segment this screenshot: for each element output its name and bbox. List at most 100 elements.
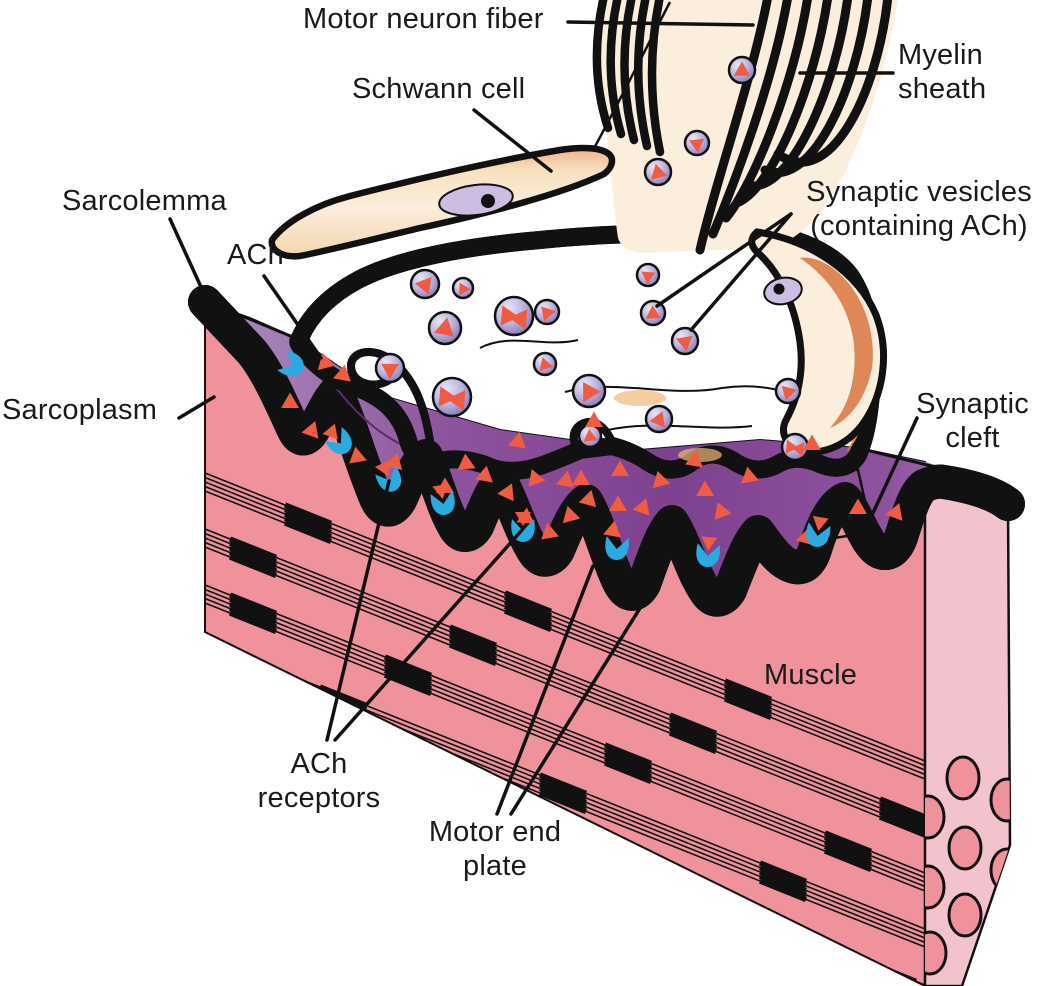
ach-in-vesicle xyxy=(688,138,705,153)
ach-molecule xyxy=(603,520,621,538)
ach-molecule xyxy=(301,421,319,439)
ach-in-vesicle xyxy=(649,411,665,428)
leader-line xyxy=(495,564,595,816)
ach-molecule xyxy=(685,450,703,468)
label-synaptic-vesicles: Synaptic vesicles (containing ACh) xyxy=(806,176,1032,243)
schwann-cell-right-lobe xyxy=(748,228,888,456)
nucleolus-dot xyxy=(773,283,785,295)
ach-molecule xyxy=(696,480,714,496)
ach-in-vesicle xyxy=(438,386,458,407)
ach-molecule xyxy=(562,505,581,524)
ach-receptor xyxy=(806,522,831,547)
muscle-cross-section-face xyxy=(923,480,1012,986)
ach-receptor xyxy=(430,490,455,515)
ach-molecule xyxy=(497,483,514,502)
label-motor-end-plate: Motor end plate xyxy=(428,816,562,883)
ach-molecule xyxy=(384,452,403,471)
label-sarcolemma: Sarcolemma xyxy=(62,185,227,217)
label-ach: ACh xyxy=(227,239,285,271)
ach-in-vesicle xyxy=(651,163,668,180)
leader-line xyxy=(168,217,208,300)
ach-in-vesicle xyxy=(781,385,797,401)
ach-receptor xyxy=(605,536,629,560)
block-top-right-edge xyxy=(857,446,981,480)
ach-docked-on-receptor xyxy=(322,423,338,440)
muscle-fiber-oval xyxy=(947,892,983,938)
leader-line xyxy=(333,528,524,742)
ach-in-vesicle xyxy=(541,306,556,322)
leader-line xyxy=(864,416,919,530)
ach-in-vesicle xyxy=(785,439,799,454)
muscle-fiber-oval xyxy=(925,864,946,910)
ach-molecule xyxy=(349,446,367,464)
schwann-orange-rim xyxy=(800,257,873,428)
ach-molecule xyxy=(457,453,476,470)
muscle-fiber-oval xyxy=(925,930,948,976)
ach-molecule xyxy=(281,392,299,408)
ach-molecule xyxy=(714,502,732,520)
ach-molecule xyxy=(541,522,559,540)
block-top-left-edge xyxy=(204,300,301,342)
ach-molecule xyxy=(333,364,351,382)
ach-molecule xyxy=(475,465,493,483)
ach-docked-on-receptor xyxy=(812,515,829,532)
ach-in-vesicle xyxy=(433,317,454,337)
ach-receptor xyxy=(696,543,720,567)
synaptic-cleft-bracket xyxy=(803,465,874,541)
label-myelin-sheath: Myelin sheath xyxy=(898,39,987,106)
ach-in-vesicle xyxy=(381,363,399,380)
label-motor-neuron-fiber: Motor neuron fiber xyxy=(303,3,544,35)
leader-line xyxy=(177,395,216,420)
ach-receptor xyxy=(324,427,352,455)
ach-in-vesicle xyxy=(539,357,553,371)
leader-line xyxy=(472,108,553,173)
ach-in-vesicle xyxy=(791,442,805,457)
ach-in-vesicle xyxy=(414,277,432,295)
myelin-sheath-stripes xyxy=(592,0,893,255)
synaptic-vesicles xyxy=(374,55,810,462)
terminal-shading xyxy=(678,448,722,462)
leader-line xyxy=(325,479,391,742)
ach-in-vesicle xyxy=(645,305,661,319)
nucleolus-dot xyxy=(481,194,495,208)
muscle-fiber-oval xyxy=(925,794,946,840)
ach-in-vesicle xyxy=(676,335,693,352)
ach-in-vesicle xyxy=(446,390,466,411)
ach-docked-on-receptor xyxy=(515,512,531,526)
leader-line xyxy=(509,595,649,816)
label-ach-receptors: ACh receptors xyxy=(257,748,381,815)
ach-molecule xyxy=(652,470,671,489)
ach-molecule xyxy=(849,498,867,514)
leader-line xyxy=(566,20,755,27)
muscle-fiber-oval xyxy=(989,777,1010,823)
ach-in-vesicle xyxy=(508,309,528,330)
ach-molecule xyxy=(885,503,903,521)
schwann-cell xyxy=(268,144,616,260)
ach-receptor xyxy=(277,350,304,377)
ach-in-vesicle xyxy=(583,428,598,442)
ach-molecule xyxy=(578,489,597,508)
ach-molecule xyxy=(572,469,590,485)
ach-in-vesicle xyxy=(733,61,751,76)
ach-molecule xyxy=(528,469,546,487)
ach-docked-on-receptor xyxy=(701,536,718,552)
ach-molecule xyxy=(609,495,627,511)
ach-docked-on-receptor xyxy=(432,483,449,500)
muscle-fiber-oval xyxy=(947,825,983,871)
leader-line xyxy=(262,274,323,360)
ach-in-vesicle xyxy=(582,381,601,403)
ach-in-vesicle xyxy=(459,282,471,296)
leader-line xyxy=(689,212,793,332)
ach-molecule xyxy=(611,460,629,476)
ach-molecule xyxy=(803,434,821,450)
schwann-nucleus xyxy=(438,183,514,217)
terminal-shading xyxy=(614,390,666,406)
label-leader-lines xyxy=(168,20,919,816)
ach-molecule xyxy=(741,466,759,484)
ach-molecule xyxy=(585,411,603,427)
label-schwann-cell: Schwann cell xyxy=(352,73,526,105)
muscle-fiber-oval xyxy=(977,932,1010,978)
ach-in-vesicle xyxy=(500,305,520,326)
muscle-fiber-oval xyxy=(945,755,981,801)
